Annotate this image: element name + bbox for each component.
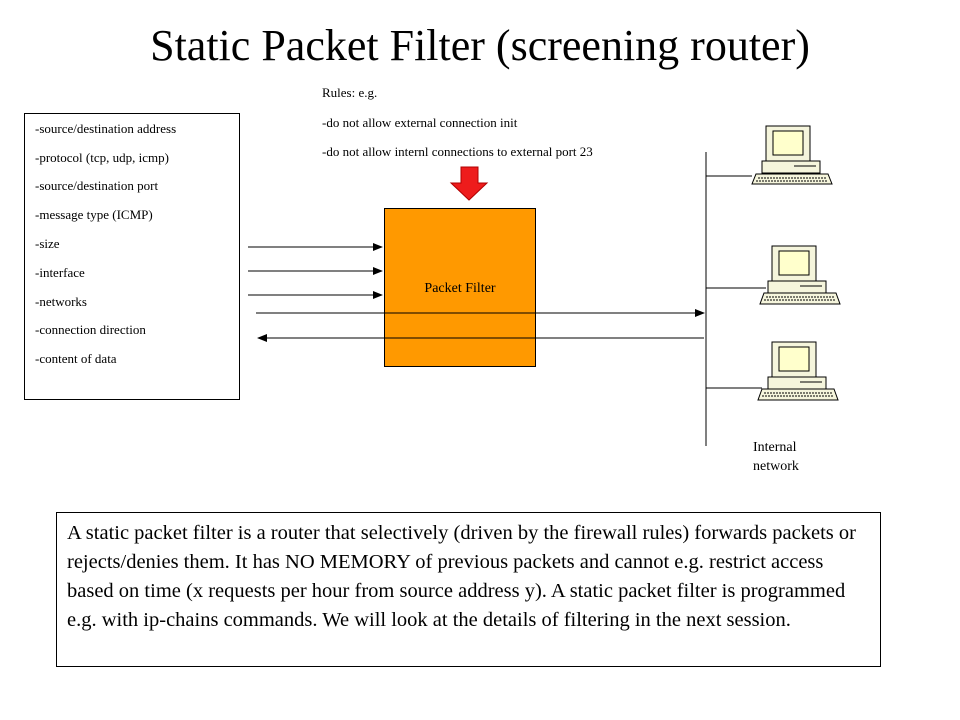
- packet-filter-label: Packet Filter: [424, 281, 496, 296]
- criteria-item: -networks: [35, 294, 87, 309]
- criteria-item: -protocol (tcp, udp, icmp): [35, 150, 169, 165]
- internal-network-label-line: network: [753, 459, 799, 474]
- rule-item: -do not allow internl connections to ext…: [322, 144, 593, 159]
- computer-icon: [751, 125, 833, 185]
- criteria-item: -connection direction: [35, 322, 146, 337]
- criteria-item: -size: [35, 236, 60, 251]
- packet-filter-box: Packet Filter: [384, 208, 536, 367]
- criteria-item: -interface: [35, 265, 85, 280]
- internal-network-label-line: Internal: [753, 440, 797, 455]
- description-box: A static packet filter is a router that …: [56, 512, 881, 667]
- down-arrow-icon: [449, 166, 489, 201]
- filter-criteria-box: -source/destination address -protocol (t…: [24, 113, 240, 400]
- computer-icon: [759, 245, 841, 305]
- slide-title: Static Packet Filter (screening router): [150, 21, 810, 70]
- rules-heading: Rules: e.g.: [322, 85, 378, 100]
- rule-item: -do not allow external connection init: [322, 115, 518, 130]
- criteria-item: -content of data: [35, 351, 117, 366]
- internal-network-label: Internal network: [753, 438, 799, 476]
- criteria-item: -message type (ICMP): [35, 207, 153, 222]
- computer-icon: [757, 341, 839, 401]
- criteria-item: -source/destination address: [35, 121, 177, 136]
- criteria-item: -source/destination port: [35, 178, 159, 193]
